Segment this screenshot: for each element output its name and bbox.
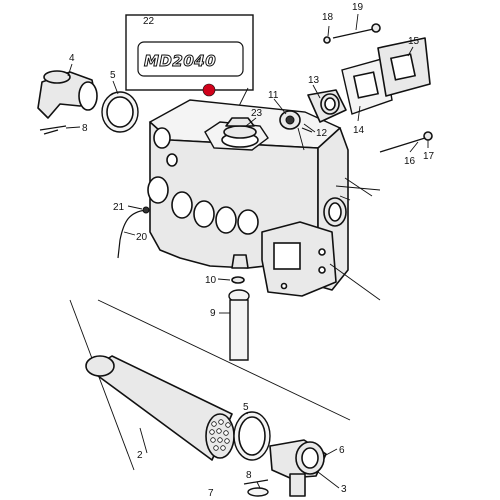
part-number-21: 21 xyxy=(113,202,125,213)
heat-exchanger-tube xyxy=(85,355,235,461)
part-number-19: 19 xyxy=(352,2,364,13)
part-number-13: 13 xyxy=(308,75,320,86)
part-number-7: 7 xyxy=(208,488,214,499)
filler-cap xyxy=(223,117,257,139)
part-number-9: 9 xyxy=(210,308,216,319)
part-number-17: 17 xyxy=(423,151,435,162)
part-number-14: 14 xyxy=(353,125,365,136)
part-number-5-upper: 5 xyxy=(110,70,116,81)
left-hose-connector xyxy=(37,70,139,135)
part-number-11: 11 xyxy=(268,90,279,101)
decal-plate: MD2040 xyxy=(125,14,254,91)
drain-hose xyxy=(117,206,150,259)
part-number-4: 4 xyxy=(69,53,75,64)
part-number-labels: 22 19 18 15 4 5 13 11 23 8 12 14 17 16 2… xyxy=(69,2,435,499)
part-number-22: 22 xyxy=(143,16,155,27)
position-marker xyxy=(202,83,216,97)
part-number-16: 16 xyxy=(404,156,416,167)
part-number-8-lower: 8 xyxy=(246,470,252,481)
part-number-15: 15 xyxy=(408,36,420,47)
part-number-23: 23 xyxy=(251,108,263,119)
lower-hose-connector xyxy=(233,411,327,497)
gasket xyxy=(341,57,393,115)
thermostat-housing xyxy=(279,89,347,133)
stud-lower xyxy=(379,131,433,153)
stud-upper xyxy=(332,23,381,39)
part-number-6: 6 xyxy=(339,445,345,456)
assembly-guide-lines xyxy=(69,127,381,471)
part-number-8-upper: 8 xyxy=(82,123,88,134)
part-number-5-lower: 5 xyxy=(243,402,249,413)
callout-leaders xyxy=(65,13,429,489)
part-number-3: 3 xyxy=(341,484,347,495)
part-number-12: 12 xyxy=(316,128,328,139)
part-number-18: 18 xyxy=(322,12,334,23)
part-number-2: 2 xyxy=(137,450,143,461)
outlet-pipe xyxy=(228,276,250,361)
nut-18 xyxy=(323,36,331,44)
decal-logo-text: MD2040 xyxy=(144,52,216,70)
outlet-flange xyxy=(377,37,431,97)
part-number-20: 20 xyxy=(136,232,148,243)
part-number-10: 10 xyxy=(205,275,217,286)
